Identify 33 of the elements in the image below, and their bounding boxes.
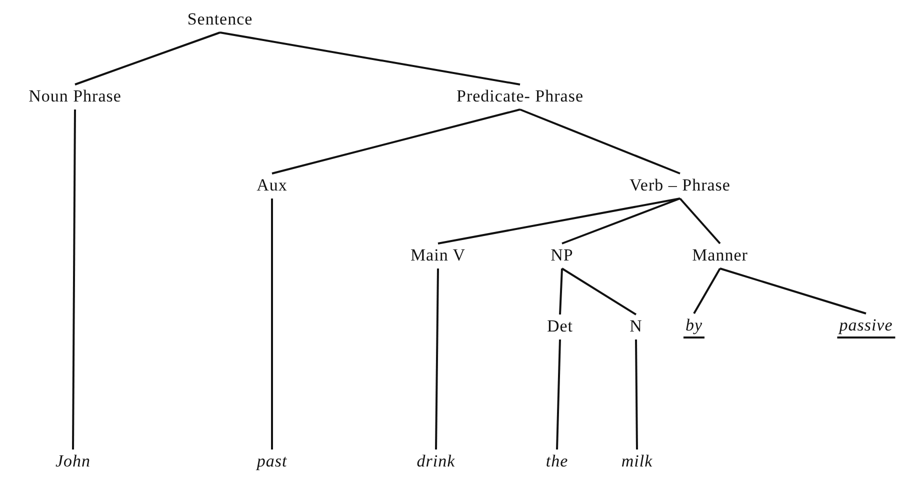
phrase-label: Predicate- Phrase [454, 86, 586, 108]
phrase-label: Sentence [185, 10, 255, 30]
phrase-label: Aux [254, 176, 290, 196]
phrase-label: Verb – Phrase [628, 176, 732, 196]
tree-branch-line [435, 268, 439, 450]
tree-branch-line [72, 110, 76, 450]
phrase-label: Noun Phrase [26, 86, 124, 108]
phrase-label: NP [548, 246, 576, 266]
tree-branch-line [438, 198, 680, 244]
tree-branch-line [272, 108, 520, 174]
tree-branch-line [720, 268, 866, 314]
tree-branch-line [693, 268, 721, 314]
word-label: passive [837, 316, 895, 338]
word-label: drink [414, 452, 458, 472]
tree-branch-line [679, 198, 721, 244]
word-label: the [544, 452, 570, 472]
tree-branch-line [635, 339, 638, 450]
tree-branch-line [556, 339, 561, 450]
tree-branch-line [561, 268, 637, 316]
tree-branch-line [562, 198, 680, 244]
phrase-label: N [628, 316, 644, 338]
tree-branch-line [74, 32, 220, 86]
tree-branch-line [271, 198, 273, 450]
phrase-label: Manner [690, 246, 750, 266]
word-label: John [53, 452, 93, 472]
phrase-label: Main V [408, 246, 468, 266]
tree-branch-line [520, 108, 680, 174]
tree-branch-line [220, 32, 520, 86]
word-label: milk [619, 452, 655, 472]
tree-branch-line [559, 268, 563, 315]
word-label: by [683, 316, 705, 338]
phrase-label: Det [544, 316, 576, 338]
word-label: past [254, 452, 290, 472]
